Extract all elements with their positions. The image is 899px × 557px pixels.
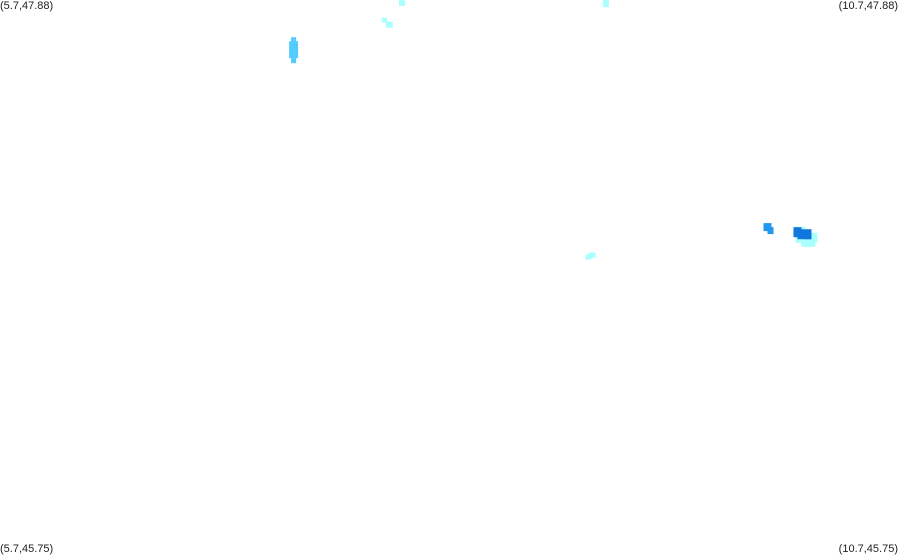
precip-pixel <box>803 233 812 240</box>
corner-label-bottom-right: (10.7,45.75) <box>838 543 898 555</box>
corner-label-top-left: (5.7,47.88) <box>0 0 54 12</box>
precip-pixel <box>291 37 297 43</box>
precip-cell-very-light-cyan <box>585 252 596 260</box>
precip-cell-very-light-cyan <box>381 17 393 28</box>
precip-pixel <box>801 240 816 247</box>
corner-label-bottom-left: (5.7,45.75) <box>0 543 54 555</box>
precip-pixel <box>289 41 299 59</box>
precip-pixel <box>588 252 596 258</box>
precip-pixel <box>381 17 387 23</box>
precip-pixel <box>291 57 297 64</box>
precip-pixel <box>767 227 774 235</box>
precip-pixel <box>385 21 393 28</box>
corner-label-top-right: (10.7,47.88) <box>838 0 898 12</box>
precip-cell-mid-blue <box>763 223 774 235</box>
precip-cells-layer <box>289 0 818 260</box>
precip-cell-very-light-cyan <box>399 0 405 6</box>
precip-pixel <box>399 0 405 6</box>
precip-cell-light-blue <box>289 37 299 64</box>
precip-cell-very-light-cyan <box>602 0 609 7</box>
precip-pixel <box>602 0 609 7</box>
precip-cell-dark-blue <box>793 227 812 240</box>
